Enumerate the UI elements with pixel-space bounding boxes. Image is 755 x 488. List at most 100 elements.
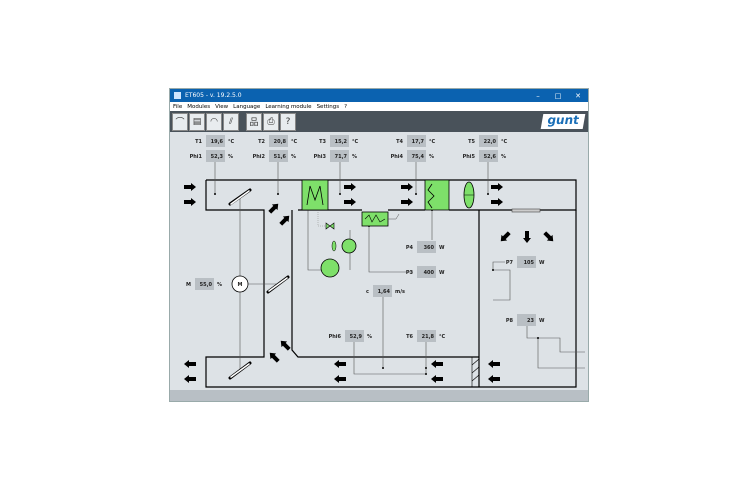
reading-label: Phi3 (314, 154, 327, 160)
reading-value: 52,3 (211, 154, 224, 160)
reading-value: 19,6 (211, 139, 224, 145)
reading-value: 71,7 (335, 154, 348, 160)
reading-unit: °C (439, 334, 446, 340)
reading-value: 17,7 (412, 139, 425, 145)
menu-settings[interactable]: Settings (316, 103, 340, 110)
reading-value: 51,6 (274, 154, 287, 160)
reading-label: Phi2 (253, 154, 266, 160)
arrow-left-icon (431, 360, 443, 368)
reading-unit: °C (429, 139, 436, 145)
value-box (206, 150, 225, 162)
network-icon[interactable]: 品 (246, 112, 262, 131)
reading-value: 55,0 (200, 282, 213, 288)
view-chart-icon[interactable]: ◠ (206, 112, 222, 131)
reading-unit: % (367, 334, 372, 340)
menu-help[interactable]: ? (344, 103, 348, 110)
arrow-left-icon (488, 375, 500, 383)
arrow-diagonal-icon (277, 212, 293, 228)
reading-value: 15,2 (335, 139, 348, 145)
reading-p3: P3 400 W (406, 266, 445, 278)
reading-label: T2 (258, 139, 265, 145)
reading-label: P3 (406, 270, 414, 276)
motor: M (231, 275, 249, 293)
reading-label: c (366, 289, 369, 295)
reading-unit: °C (501, 139, 508, 145)
reading-value: 400 (424, 270, 435, 276)
value-box (479, 150, 498, 162)
refrigeration-circuit (317, 212, 357, 278)
menu-modules[interactable]: Modules (187, 103, 211, 110)
app-icon (174, 92, 181, 99)
arrow-right-icon (184, 183, 196, 191)
menu-bar: File Modules View Language Learning modu… (170, 102, 588, 111)
reading-label: P4 (406, 245, 414, 251)
reading-phi3: Phi3 71,7% (314, 150, 357, 162)
chart-icon[interactable]: ⌒ (172, 112, 188, 131)
value-box (206, 135, 225, 147)
motor-label: M (238, 282, 243, 288)
arrow-right-icon (401, 183, 413, 191)
reading-unit: W (539, 260, 545, 266)
module-icon[interactable]: ▤ (189, 112, 205, 131)
reading-label: T4 (396, 139, 403, 145)
window-title: ET605 - v. 19.2.5.0 (185, 92, 242, 99)
value-box (269, 150, 288, 162)
help-icon[interactable]: ? (280, 112, 296, 131)
value-box (407, 135, 426, 147)
arrow-left-icon (184, 375, 196, 383)
value-box (330, 135, 349, 147)
reading-unit: W (439, 245, 445, 251)
reading-p7: P7 105 W (506, 256, 545, 268)
air-outlet (511, 208, 541, 213)
close-button[interactable]: ✕ (575, 91, 581, 100)
diagram-icon[interactable]: ⫽ (223, 112, 239, 131)
maximize-button[interactable]: □ (554, 91, 562, 100)
heater (424, 179, 450, 211)
reading-label: T1 (195, 139, 202, 145)
arrow-down-icon (497, 229, 513, 245)
reading-label: P8 (506, 318, 514, 324)
reading-label: M (186, 282, 191, 288)
reading-label: Phi4 (391, 154, 404, 160)
minimize-button[interactable]: – (536, 91, 540, 100)
cooler (301, 179, 329, 211)
menu-learning-module[interactable]: Learning module (265, 103, 312, 110)
arrow-right-icon (491, 183, 503, 191)
reading-unit: W (439, 270, 445, 276)
arrow-left-icon (184, 360, 196, 368)
menu-file[interactable]: File (173, 103, 183, 110)
arrow-left-icon (488, 360, 500, 368)
value-box (417, 266, 436, 278)
arrow-diagonal-icon (266, 200, 282, 216)
reading-value: 20,8 (274, 139, 287, 145)
reading-label: Phi1 (190, 154, 203, 160)
reading-value: 52,6 (484, 154, 497, 160)
reading-phi2: Phi2 51,6% (253, 150, 296, 162)
menu-view[interactable]: View (215, 103, 229, 110)
menu-language[interactable]: Language (233, 103, 261, 110)
reading-value: 1,64 (378, 289, 391, 295)
reading-value: 105 (524, 260, 535, 266)
reading-value: 21,8 (422, 334, 435, 340)
reading-label: Phi5 (463, 154, 476, 160)
arrow-left-icon (431, 375, 443, 383)
value-box (269, 135, 288, 147)
reading-unit: % (228, 154, 233, 160)
reading-value: 52,9 (350, 334, 363, 340)
reading-unit: % (352, 154, 357, 160)
value-box (417, 241, 436, 253)
reading-label: P7 (506, 260, 514, 266)
value-box (517, 256, 536, 268)
reading-unit: % (291, 154, 296, 160)
value-box (195, 278, 214, 290)
print-icon[interactable]: ⎙ (263, 112, 279, 131)
